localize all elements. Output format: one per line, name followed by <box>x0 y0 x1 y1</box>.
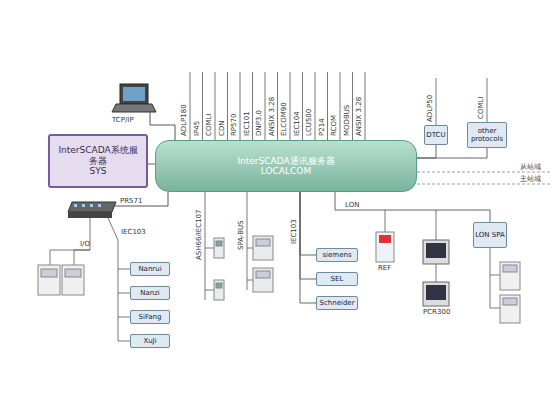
node-text: SEL <box>331 275 344 283</box>
wire-label: PCR300 <box>423 308 450 317</box>
protocol-label: RP570 <box>230 114 239 136</box>
wire-label: PR571 <box>120 197 142 206</box>
lon-box: LON SPA <box>473 222 507 248</box>
protocol-label: IP45 <box>193 121 202 136</box>
connector-line <box>300 192 316 279</box>
node-text: XuJi <box>143 337 156 345</box>
protocol-label: COMLI <box>205 114 214 136</box>
protocol-label: RCOM <box>330 115 339 136</box>
node-text: siemens <box>322 251 351 259</box>
vendor-box: Nanzi <box>130 286 170 300</box>
connector-line <box>300 192 316 255</box>
protocol-label: IEC103 <box>290 219 299 244</box>
vendor-box: SiFang <box>130 310 170 324</box>
protocol-box: DTCU <box>424 125 448 145</box>
comm-server-box: InterSCADA通讯服务器LOCALCOM <box>155 140 417 192</box>
wire-label: 从站域 <box>520 163 541 172</box>
connector-line <box>417 148 487 158</box>
wire-label: I/O <box>80 240 90 249</box>
node-text: SYS <box>90 166 107 176</box>
protocol-label: ELCOM90 <box>280 102 289 136</box>
vendor-box: SEL <box>316 272 358 286</box>
wire-label: IEC103 <box>121 228 146 237</box>
protocol-label: IEC101 <box>243 111 252 136</box>
node-text: SiFang <box>139 313 162 321</box>
middle-buses <box>205 192 253 300</box>
protocol-label: IEC104 <box>293 111 302 136</box>
protocol-box: other protocols <box>467 122 507 148</box>
node-text: InterSCADA系统服务器 <box>56 145 140 166</box>
wire-label: 主站域 <box>520 175 541 184</box>
vendor-box: siemens <box>316 248 358 262</box>
tcp-wire <box>150 112 175 140</box>
node-text: LOCALCOM <box>261 166 311 176</box>
wire-label: REF <box>378 264 391 273</box>
node-text: InterSCADA通讯服务器 <box>237 156 334 166</box>
node-text: LON SPA <box>475 231 505 239</box>
pcr300-monitors <box>423 240 449 306</box>
protocol-label: MODBUS <box>343 105 352 136</box>
ref-relay <box>376 232 394 262</box>
protocol-label: ADLP180 <box>180 104 189 136</box>
vendor-box: XuJi <box>130 334 170 348</box>
node-text: other protocols <box>468 127 506 143</box>
connector-line <box>148 164 155 165</box>
system-server-box: InterSCADA系统服务器SYS <box>48 134 148 188</box>
connector-line <box>335 192 490 222</box>
protocol-label: SPA-BUS <box>237 221 246 251</box>
connector-line <box>300 192 316 303</box>
relay-icons <box>38 265 84 295</box>
protocol-label: COMLI <box>477 97 486 119</box>
protocol-label: ANSIX 3.28 <box>268 97 277 136</box>
protocol-label: P214 <box>318 118 327 136</box>
protocol-label: LCU500 <box>305 109 314 136</box>
protocol-label: ASH66/IEC107 <box>195 210 204 261</box>
node-text: Nanrui <box>138 265 161 273</box>
vendor-box: Nanrui <box>130 262 170 276</box>
node-text: Schneider <box>319 299 354 307</box>
laptop-icon <box>112 84 156 112</box>
switch-icon <box>68 202 116 218</box>
protocol-label: CDN <box>218 120 227 136</box>
protocol-label: DNP3.0 <box>255 110 264 136</box>
node-text: DTCU <box>426 131 445 139</box>
connector-line <box>417 145 436 158</box>
node-text: Nanzi <box>140 289 160 297</box>
wire-label: TCP/IP <box>112 116 134 125</box>
pr571-wire <box>115 192 168 206</box>
left-bus <box>50 218 130 341</box>
lon-relays <box>500 262 520 323</box>
domain-lines <box>417 172 552 184</box>
vendor-box: Schneider <box>316 296 358 310</box>
protocol-label: ANSIX 3.28 <box>355 97 364 136</box>
wire-label: LON <box>345 201 359 210</box>
protocol-label: ADLP50 <box>426 95 435 122</box>
